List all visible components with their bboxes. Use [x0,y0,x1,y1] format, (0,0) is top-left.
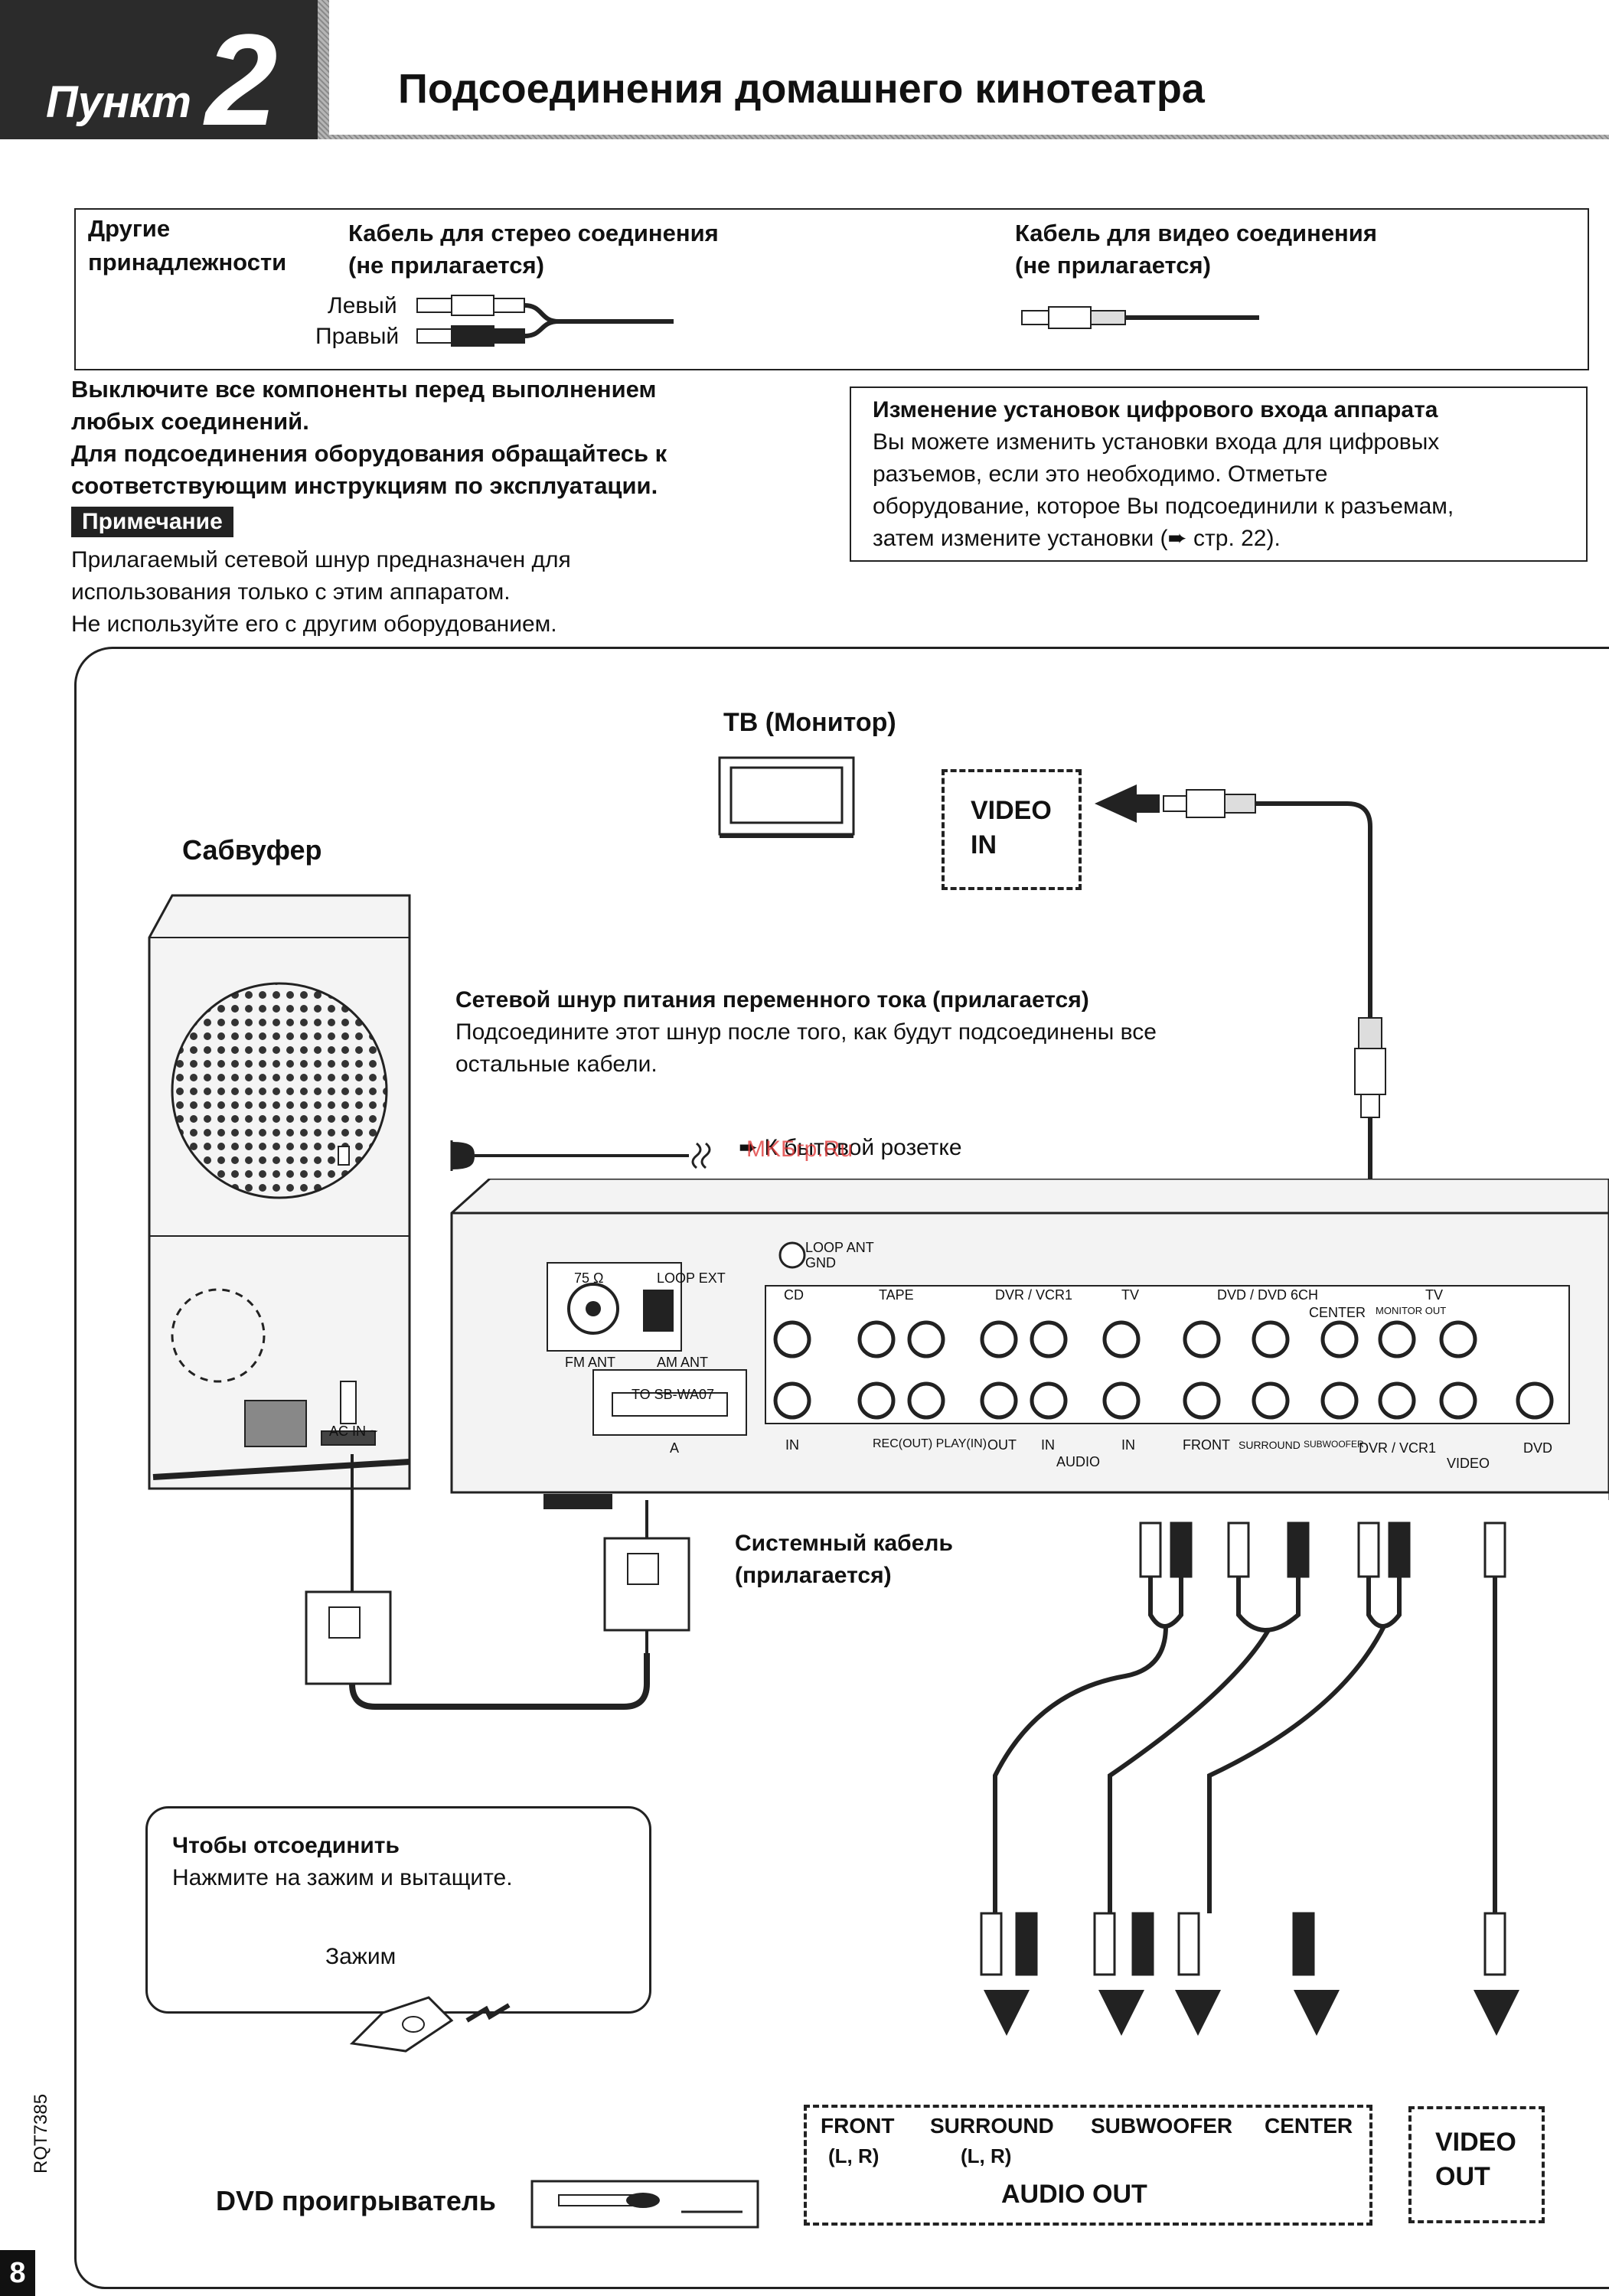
ac-cord-line-2: остальные кабели. [455,1052,658,1077]
ac-cord-line-1: Подсоедините этот шнур после того, как б… [455,1019,1157,1045]
panel-cd-in: IN [785,1437,799,1453]
page-number: 8 [0,2250,35,2296]
ac-cord-icon [338,1140,711,1171]
disconnect-callout [145,1806,651,2014]
audio-out-box [804,2105,1372,2226]
tv-monitor-icon [718,756,855,838]
dvd-audio-cables [980,1521,1519,2036]
warning-line-1: Выключите все компоненты перед выполнени… [71,376,657,403]
panel-ohm: 75 Ω [574,1270,604,1286]
right-label: Правый [315,324,400,349]
video-out-2: OUT [1435,2162,1490,2191]
accessories-box [74,208,1589,370]
ac-in-label: AC IN ~ [329,1424,378,1439]
digital-input-line-1: Вы можете изменить установки входа для ц… [873,429,1440,455]
panel-dvd: DVD [1523,1440,1553,1456]
panel-gnd: GND [805,1255,836,1270]
panel-loop-ext: LOOP EXT [657,1270,726,1286]
stereo-cable-icon [416,295,674,347]
panel-a: A [670,1440,680,1456]
panel-dvr-vcr1: DVR / VCR1 [995,1287,1073,1303]
connection-diagram [74,647,1609,2289]
out-surround-lr: (L, R) [961,2144,1012,2167]
subwoofer-icon [148,894,411,1490]
tv-label: ТВ (Монитор) [723,708,896,737]
digital-input-line-4: затем измените установки (➨ стр. 22). [873,526,1281,551]
video-cable-note: (не прилагается) [1015,252,1211,279]
warning-line-4: соответствующим инструкциям по эксплуата… [71,472,658,499]
panel-loop-ant: LOOP ANT [805,1240,874,1255]
digital-input-line-3: оборудование, которое Вы подсоединили к … [873,494,1454,519]
panel-tape: TAPE [879,1287,914,1303]
panel-to-sb: TO SB-WA07 [632,1387,715,1402]
digital-input-title: Изменение установок цифрового входа аппа… [873,397,1438,422]
left-label: Левый [328,293,397,318]
panel-subwoofer: SUBWOOFER [1304,1439,1364,1450]
digital-input-box [850,386,1588,562]
panel-center: CENTER [1309,1305,1366,1320]
disconnect-title: Чтобы отсоединить [172,1833,400,1858]
header-title-area [329,0,1609,135]
panel-audio: AUDIO [1056,1454,1101,1469]
warning-line-2: любых соединений. [71,408,309,435]
disconnect-text: Нажмите на зажим и вытащите. [172,1865,513,1890]
main-unit-rear-panel [450,1179,1609,1509]
watermark: MKБгр.Ru [746,1137,853,1162]
document-code: RQT7385 [31,2093,51,2174]
accessories-label-1: Другие [88,215,171,242]
ac-cord-title: Сетевой шнур питания переменного тока (п… [455,987,1089,1013]
tv-video-in-box [942,769,1082,890]
clamp-label: Зажим [325,1944,397,1969]
out-front: FRONT [821,2114,895,2138]
subwoofer-label: Сабвуфер [182,834,322,866]
system-cable-line-1: Системный кабель [735,1531,953,1556]
note-line-3: Не используйте его с другим оборудование… [71,612,557,637]
panel-rec-play: REC(OUT) PLAY(IN) [873,1437,987,1450]
panel-fm-ant: FM ANT [565,1355,615,1370]
video-out-box [1408,2106,1545,2223]
outlet-text: ➨ К бытовой розетке [739,1135,962,1160]
out-surround: SURROUND [930,2114,1054,2138]
panel-monitor-out: MONITOR OUT [1376,1305,1447,1316]
panel-video: VIDEO [1447,1456,1490,1471]
panel-front: FRONT [1183,1437,1230,1453]
stereo-cable-note: (не прилагается) [348,252,544,279]
note-line-1: Прилагаемый сетевой шнур предназначен дл… [71,547,571,572]
dvd-player-label: DVD проигрыватель [216,2185,496,2216]
out-center: CENTER [1265,2114,1353,2138]
dvd-player-icon [530,2180,759,2229]
out-front-lr: (L, R) [828,2144,880,2167]
step-number: 2 [205,8,278,153]
page-title: Подсоединения домашнего кинотеатра [398,66,1205,112]
step-word: Пункт [46,77,191,127]
digital-input-line-2: разъемов, если это необходимо. Отметьте [873,461,1328,487]
tv-video-in-1: VIDEO [971,796,1052,825]
video-cable-icon [1021,306,1259,329]
panel-tv-2: TV [1425,1287,1444,1303]
stereo-cable-title: Кабель для стерео соединения [348,220,719,246]
system-cable [305,1454,690,1710]
system-cable-line-2: (прилагается) [735,1563,892,1588]
panel-am-ant: AM ANT [657,1355,709,1370]
panel-dvd-6ch: DVD / DVD 6CH [1217,1287,1319,1303]
panel-dvr-in: IN [1041,1437,1055,1453]
panel-dvr-vcr1-2: DVR / VCR1 [1359,1440,1437,1456]
out-subwoofer: SUBWOOFER [1091,2114,1233,2138]
audio-out-label: AUDIO OUT [1001,2180,1147,2209]
step-badge [0,0,318,139]
panel-surround: SURROUND [1239,1439,1301,1451]
note-line-2: использования только с этим аппаратом. [71,579,511,605]
video-out-1: VIDEO [1435,2128,1516,2157]
panel-tv: TV [1121,1287,1140,1303]
tv-video-in-2: IN [971,830,997,859]
note-tag: Примечание [71,507,233,537]
clamp-icon [349,1996,511,2053]
video-cable-title: Кабель для видео соединения [1015,220,1377,246]
accessories-label-2: принадлежности [88,249,287,276]
warning-line-3: Для подсоединения оборудования обращайте… [71,440,667,467]
panel-cd: CD [784,1287,804,1303]
panel-out: OUT [987,1437,1017,1453]
panel-tv-in: IN [1121,1437,1135,1453]
